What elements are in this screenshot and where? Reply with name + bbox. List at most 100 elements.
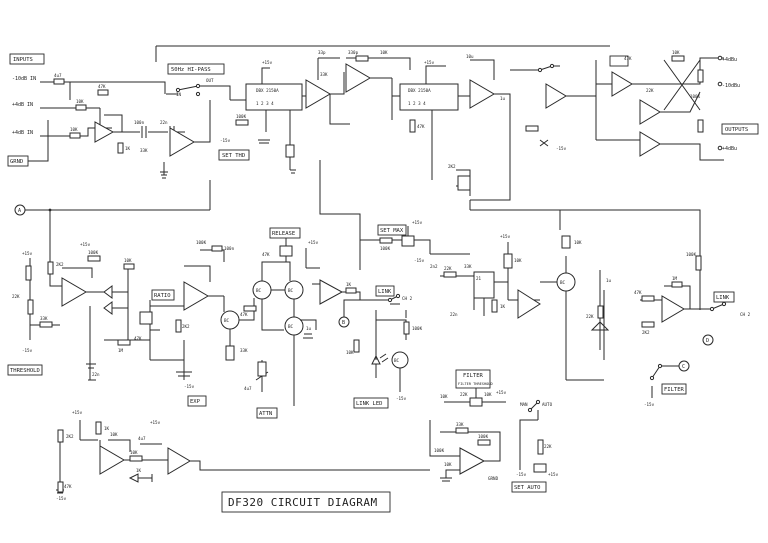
node-d <box>702 334 714 346</box>
out-filter-r-3 <box>641 321 655 328</box>
bypass-opamp <box>545 83 567 109</box>
sc-v15: +15v <box>72 410 83 415</box>
title-frame <box>221 491 391 513</box>
filter-r-4 <box>597 305 604 319</box>
vca2-opamp-out <box>469 79 495 109</box>
ft-pot <box>469 397 483 407</box>
auto-gnd-label: GRND <box>488 476 499 481</box>
exp-r2-value: 2K2 <box>182 324 190 329</box>
q4-label: BC <box>288 324 294 329</box>
out-r3-value: 10K <box>672 50 680 55</box>
filter-r-2 <box>491 299 498 313</box>
exp-r-1 <box>211 245 223 252</box>
diagram-title: DF320 CIRCUIT DIAGRAM <box>228 496 378 509</box>
set-thd-box <box>218 149 250 161</box>
filter-v15: +15v <box>500 234 511 239</box>
release-box <box>269 227 301 239</box>
link-led-box <box>353 397 389 409</box>
out-filter-r-4 <box>695 255 702 271</box>
exp-r1-value: 100K <box>196 240 207 245</box>
output-stage: -15v 10K 100K 47K 22K +4dBu -10dBu +4dBu… <box>510 50 759 161</box>
auto-r2-value: 100K <box>478 434 489 439</box>
node-b-label: B <box>342 320 345 326</box>
c-1u: 1u <box>500 96 506 101</box>
filter-r1-value: 22K <box>444 266 452 271</box>
input-stage: INPUTS -10dB IN +4dB IN +4dB IN GRND 4u7… <box>7 45 610 179</box>
hp-r-value: 33K <box>140 148 148 153</box>
set-max-v15: +15v <box>412 220 423 225</box>
link-ch2-label: CH 2 <box>402 296 413 301</box>
exp-label: EXP <box>190 399 201 405</box>
gnd-label: GRND <box>10 159 23 165</box>
q3-label: BC <box>224 318 230 323</box>
ratio-pot-value: 47K <box>134 336 142 341</box>
sc-r-2 <box>95 421 102 435</box>
auto-r-3 <box>537 439 544 455</box>
out-m10-label: -10dBu <box>722 83 740 89</box>
sc-r-3 <box>129 455 143 462</box>
auto-pot <box>533 463 547 473</box>
c-33p: 33p <box>318 50 326 55</box>
release-label: RELEASE <box>272 231 295 237</box>
ft-r1-value: 10K <box>440 394 448 399</box>
thr-r-1 <box>39 321 53 328</box>
outputs-box <box>721 123 759 135</box>
filter-auto-section: 2n2 21 22K 33K 22n 1K +15v 10K BC 10K 1u… <box>429 150 751 493</box>
resistor-r5 <box>117 142 124 154</box>
release-pot-value: 47K <box>262 252 270 257</box>
vca-ic-1 <box>245 83 303 111</box>
expander-release-section: 100K 100n 2K2 -15v EXP BC BC BC BC 47K 3… <box>175 227 376 419</box>
link-r1-value: 10K <box>346 350 354 355</box>
resistor-r3 <box>69 132 81 139</box>
exp-opamp <box>183 281 209 311</box>
out-r4-value: 47K <box>624 56 632 61</box>
link-r2-value: 100K <box>412 326 423 331</box>
ft-v15: +15v <box>496 390 507 395</box>
out-p4-label: +4dBu <box>722 57 737 63</box>
hipass-label: 50Hz HI-PASS <box>171 67 211 73</box>
set-thd-label: SET THD <box>222 153 245 159</box>
thr-r-2 <box>47 261 54 275</box>
exp-r-2 <box>175 319 182 333</box>
filter-box <box>661 383 687 395</box>
filter-threshold-label: FILTER THRESHOLD <box>458 382 493 386</box>
ratio-label: RATIO <box>154 293 171 299</box>
thr-pot-value: 22K <box>12 294 20 299</box>
c-2n2: 2n2 <box>430 264 438 269</box>
out-filter-r-2 <box>671 281 683 288</box>
vca-ic-2-label: DBX 2150A <box>408 88 431 93</box>
sc-r1-value: 2K2 <box>66 434 74 439</box>
ratio-pot <box>139 311 153 325</box>
r3-value: 10K <box>70 127 78 132</box>
link-right-label: LINK <box>716 295 730 301</box>
input-p4-label: +4dB IN <box>12 102 33 108</box>
out-filter-r-1 <box>641 295 655 302</box>
thr-r2-value: 2K2 <box>56 262 64 267</box>
link-top-box <box>375 285 395 297</box>
out-label: OUT <box>206 78 214 83</box>
filter-ic-pin: 21 <box>476 276 482 281</box>
thr-pot-top <box>25 265 32 281</box>
out-filter-r4-value: 100K <box>686 252 697 257</box>
c-10u: 10u <box>466 54 474 59</box>
auto-r1-value: 33K <box>456 422 464 427</box>
filter-opamp <box>517 289 541 319</box>
auto-r4-value: 10K <box>444 462 452 467</box>
input-m10-label: -10dB IN <box>12 76 36 82</box>
r2-value: 10K <box>76 99 84 104</box>
exp-box <box>187 395 207 407</box>
link-vm15: -15v <box>396 396 407 401</box>
filter-r-1 <box>443 271 457 278</box>
attn-box <box>256 407 278 419</box>
set-max-vm15: -15v <box>414 258 425 263</box>
filter-pot <box>503 253 513 269</box>
sc-r4-value: 10K <box>110 432 118 437</box>
c-330p: 330p <box>348 50 359 55</box>
attn-label: ATTN <box>259 411 272 417</box>
sc-r5-value: 1K <box>136 468 142 473</box>
release-c-value: 1u <box>306 326 312 331</box>
link-right-ch2: CH 2 <box>740 312 751 317</box>
man-label: MAN <box>520 402 528 407</box>
auto-r5-value: 22K <box>544 444 552 449</box>
filter-vm15: -15v <box>644 402 655 407</box>
